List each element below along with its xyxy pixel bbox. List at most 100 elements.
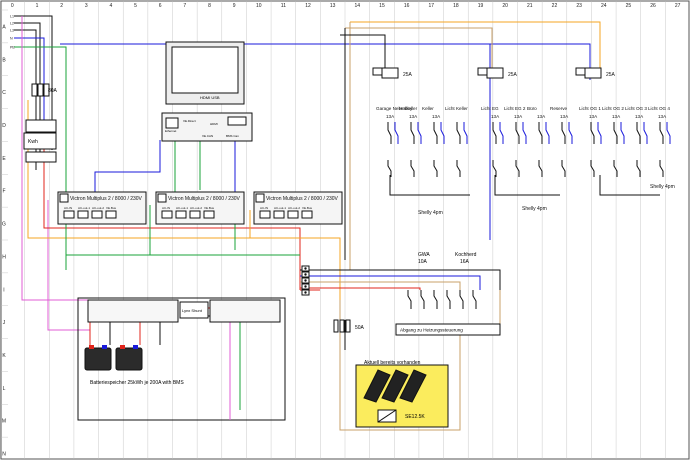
dc-distributor [209, 299, 281, 323]
breaker-switch [499, 122, 504, 144]
inverter-port-label: AC-out-1 [274, 206, 286, 210]
load-kochherd-rating: 16A [460, 259, 470, 265]
column-label: 11 [281, 3, 286, 9]
shelly-contact [387, 160, 392, 177]
meter-output-terminals [25, 151, 57, 163]
circuit-label: Licht Keller [445, 106, 468, 111]
breaker-switch [417, 122, 422, 144]
column-label: 26 [650, 3, 656, 9]
breaker-switch [433, 122, 438, 144]
breaker-switch [394, 122, 399, 144]
breaker-switch [463, 122, 468, 144]
shelly-label: Shelly 4pm [418, 210, 443, 216]
shelly-contact [492, 160, 497, 177]
inverter-port-label: AC-out-1 [78, 206, 90, 210]
load-switch [433, 290, 438, 309]
breaker-switch [590, 122, 595, 144]
circuit-rating: 13A [589, 114, 598, 119]
column-label: 20 [502, 3, 508, 9]
inverter-logo-icon [59, 193, 69, 203]
column-label: 25 [626, 3, 632, 9]
shelly-contact [515, 160, 520, 177]
column-label: 6 [159, 3, 162, 9]
circuit-label: Licht OG 1 [579, 106, 601, 111]
row-label: N [2, 452, 6, 458]
load-switch [472, 290, 477, 309]
inverter-port-label: VE.Bus [302, 206, 313, 210]
main-fuse: 80A [31, 83, 58, 97]
heating-output-label: Abgang zu Heizungssteuerung [400, 328, 463, 333]
inverter-port-label: AC-IN [64, 206, 72, 210]
circuit-label: Büro [527, 106, 537, 111]
battery-label: Batteriespeicher 25kWh je 200A with BMS [90, 380, 184, 386]
cerbo-hdmi-label: HDMI [210, 122, 218, 126]
inverter-port [189, 210, 201, 219]
column-label: 19 [478, 3, 484, 9]
breaker-switch [666, 122, 671, 144]
inverter-port-label: AC-out-1 [176, 206, 188, 210]
pv-system: Aktuell bereits vorhanden SE12.5K [355, 360, 449, 428]
main-breaker-25a [486, 67, 504, 79]
circuit-label: Licht OG 4 [648, 106, 670, 111]
column-label: 1 [36, 3, 39, 9]
inverter-port [203, 210, 215, 219]
breaker-switch [515, 122, 520, 144]
load-switch [459, 290, 464, 309]
shelly-contact [538, 160, 543, 177]
circuit-label: Hobby [399, 106, 413, 111]
circuit-label: Licht OG 2 [602, 106, 624, 111]
column-label: 21 [527, 3, 533, 9]
inverter-label: Victron Multiplus 2 / 8000 / 230V [70, 196, 143, 202]
lynx-shunt-label: Lynx Shunt [182, 308, 203, 313]
column-label: 3 [85, 3, 88, 9]
main-breaker-rating: 25A [403, 72, 413, 78]
circuit-label: Keller [422, 106, 434, 111]
column-label: 15 [379, 3, 385, 9]
main-fuse-label: 80A [48, 88, 58, 94]
column-label: 5 [134, 3, 137, 9]
energy-meter-label: Kwh [28, 139, 38, 145]
cerbo-vecan-label: VE.CAN [202, 134, 213, 138]
breaker-switch [387, 122, 392, 144]
breaker-switch [620, 122, 625, 144]
breaker-switch [440, 122, 445, 144]
shelly-contact [433, 160, 438, 177]
fuse-50a: 50A [333, 319, 365, 333]
column-label: 8 [208, 3, 211, 9]
battery-section: Lynx Shunt Batteriespeicher 25kWh je 200… [84, 299, 281, 386]
column-label: 24 [601, 3, 607, 9]
row-label: E [2, 156, 6, 162]
breaker-switch [613, 122, 618, 144]
row-label: L [3, 386, 6, 392]
circuit-rating: 13A [560, 114, 569, 119]
breaker-handle-icon [477, 67, 488, 76]
column-label: 22 [552, 3, 558, 9]
inverter-label: Victron Multiplus 2 / 8000 / 230V [168, 196, 241, 202]
battery-1 [84, 345, 112, 371]
row-label: F [2, 189, 5, 195]
load-gwa-rating: 10A [418, 259, 428, 265]
breaker-switch [636, 122, 641, 144]
inverter-port [91, 210, 103, 219]
breaker-handle-icon [575, 67, 586, 76]
row-label: D [2, 123, 6, 129]
display-port-label: HDMI USB [200, 95, 220, 100]
shelly-contact [636, 160, 641, 177]
shelly-contact [613, 160, 618, 177]
usb-port-icon [227, 116, 247, 126]
inverter-port [301, 210, 313, 219]
circuit-rating: 13A [432, 114, 441, 119]
inverter-port-label: VE.Bus [106, 206, 117, 210]
inverter-port [287, 210, 299, 219]
phase-label: L2 [10, 22, 14, 26]
breaker-switch [659, 122, 664, 144]
main-breaker-25a [381, 67, 399, 79]
load-switch [446, 290, 451, 309]
row-label: A [2, 24, 6, 30]
column-label: 12 [305, 3, 311, 9]
phase-label: PE [10, 46, 15, 50]
